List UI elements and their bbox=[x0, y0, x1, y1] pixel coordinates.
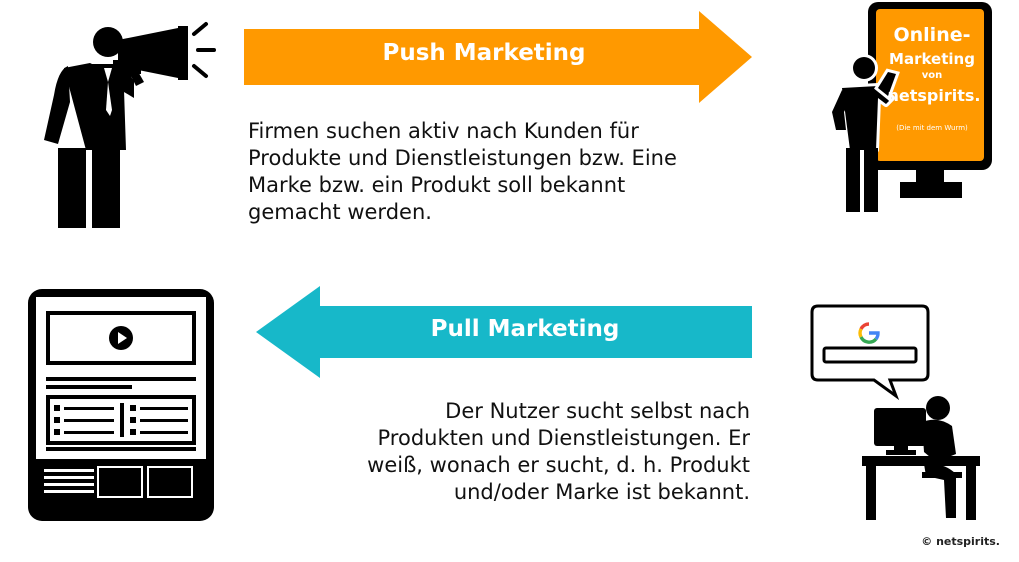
pull-description: Der Nutzer sucht selbst nach Produkten u… bbox=[300, 398, 750, 506]
pull-line: und/oder Marke ist bekannt. bbox=[453, 480, 750, 504]
push-line: Produkte und Dienstleistungen bzw. Eine bbox=[248, 146, 677, 170]
pull-marketing-label: Pull Marketing bbox=[430, 316, 620, 342]
webpage-tablet-icon bbox=[28, 289, 214, 521]
billboard-title: Online- bbox=[893, 24, 971, 46]
pull-line: weiß, wonach er sucht, d. h. Produkt bbox=[367, 453, 750, 477]
search-field bbox=[822, 346, 918, 364]
billboard-line3: von bbox=[921, 70, 943, 81]
billboard-brand: netspirits. bbox=[887, 86, 981, 105]
billboard-with-person-icon bbox=[832, 2, 992, 212]
man-with-megaphone-icon bbox=[44, 22, 216, 228]
push-line: gemacht werden. bbox=[248, 200, 432, 224]
copyright-notice: © netspirits. bbox=[921, 535, 1000, 548]
google-logo-icon bbox=[858, 322, 880, 344]
push-line: Firmen suchen aktiv nach Kunden für bbox=[248, 119, 639, 143]
push-arrow bbox=[244, 11, 752, 103]
pull-line: Der Nutzer sucht selbst nach bbox=[445, 399, 750, 423]
push-line: Marke bzw. ein Produkt soll bekannt bbox=[248, 173, 626, 197]
pull-line: Produkten und Dienstleistungen. Er bbox=[377, 426, 750, 450]
desk bbox=[862, 456, 980, 466]
search-person-icon bbox=[810, 304, 980, 520]
push-marketing-label: Push Marketing bbox=[382, 40, 586, 66]
billboard-line2: Marketing bbox=[889, 50, 975, 68]
billboard-tagline: (Die mit dem Wurm) bbox=[896, 124, 968, 132]
billboard-screen bbox=[876, 9, 984, 161]
monitor bbox=[874, 408, 926, 446]
pull-arrow-shape bbox=[256, 286, 752, 378]
pull-arrow bbox=[256, 286, 752, 378]
push-arrow-shape bbox=[244, 11, 752, 103]
push-description: Firmen suchen aktiv nach Kunden für Prod… bbox=[248, 118, 768, 226]
